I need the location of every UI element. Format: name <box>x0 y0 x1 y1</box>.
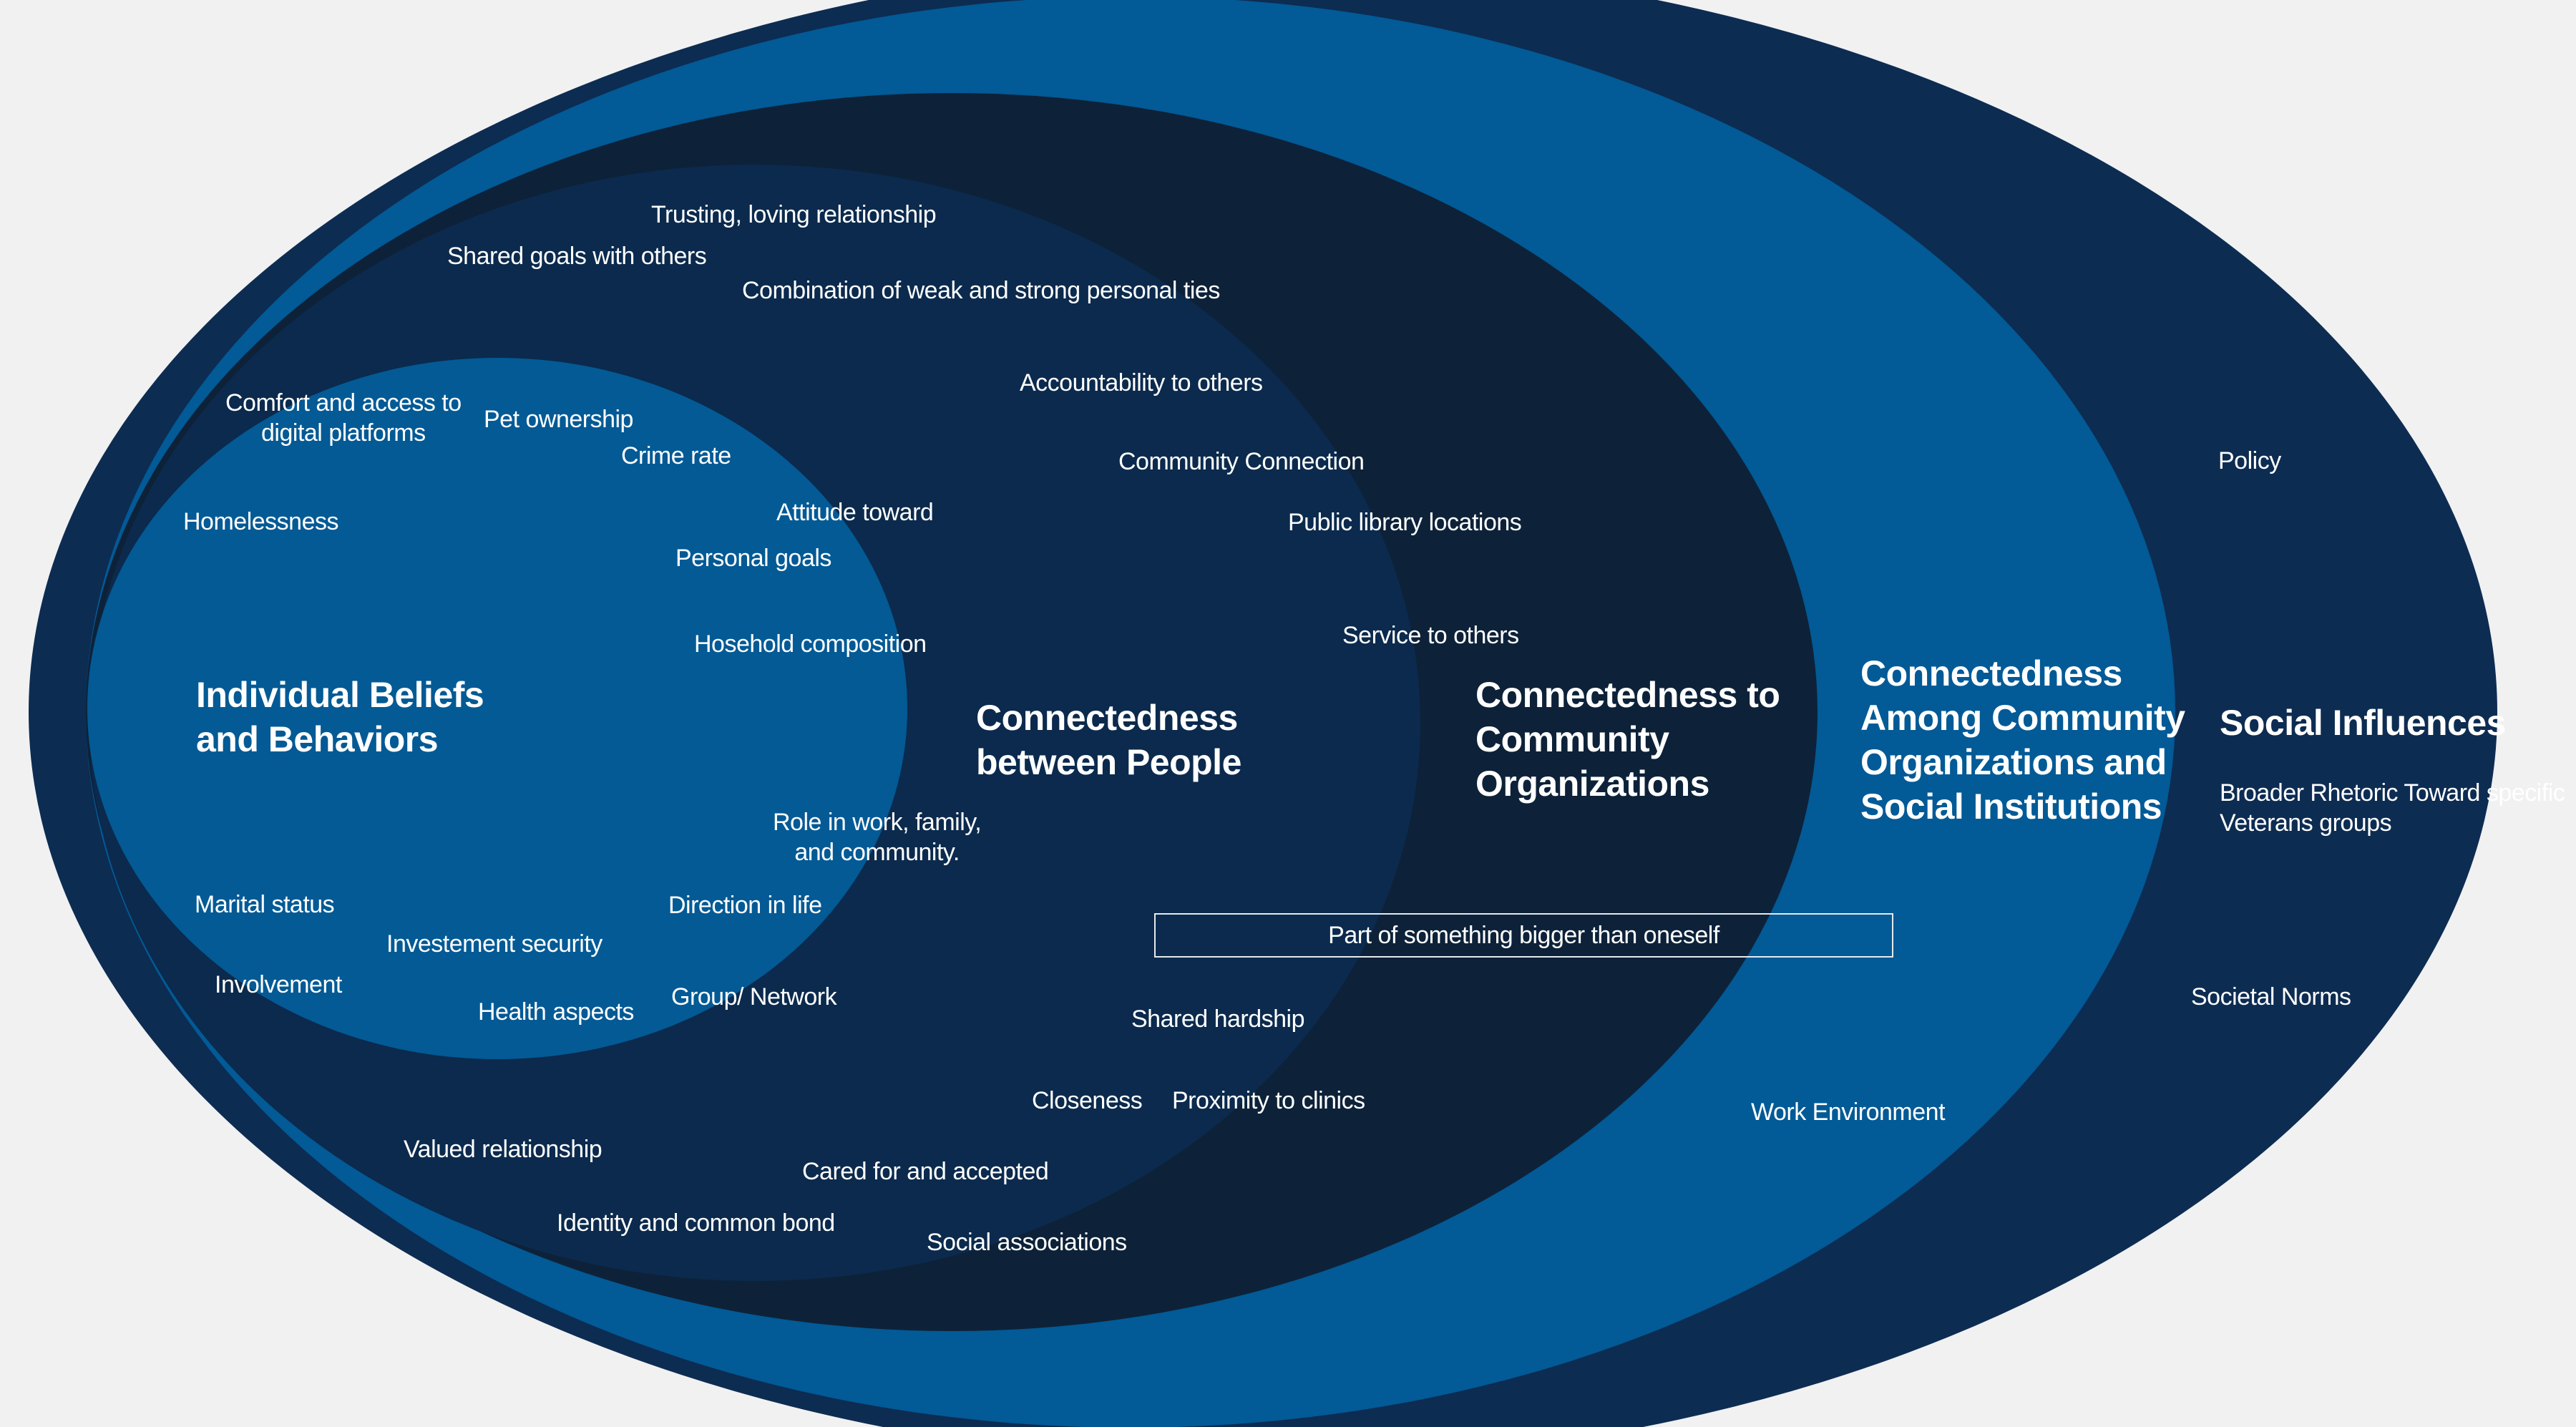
label-valued-relationship: Valued relationship <box>404 1136 602 1163</box>
label-community-connection: Community Connection <box>1118 448 1365 475</box>
label-weak-strong-ties: Combination of weak and strong personal … <box>742 277 1220 304</box>
label-shared-goals: Shared goals with others <box>447 243 707 270</box>
label-work-environment: Work Environment <box>1751 1099 1946 1126</box>
heading-between-people: Connectedness between People <box>976 698 1241 782</box>
label-identity-common-bond: Identity and common bond <box>557 1209 835 1237</box>
label-role-work-family: Role in work, family, and community. <box>773 809 982 866</box>
label-societal-norms: Societal Norms <box>2191 983 2351 1010</box>
label-involvement: Involvement <box>215 971 342 998</box>
heading-community-organizations: Connectedness to Community Organizations <box>1475 675 1780 804</box>
label-homelessness: Homelessness <box>183 508 338 535</box>
label-crime-rate: Crime rate <box>621 442 731 469</box>
label-broader-rhetoric: Broader Rhetoric Toward specific Veteran… <box>2220 779 2565 837</box>
label-pet-ownership: Pet ownership <box>484 406 633 433</box>
label-direction-in-life: Direction in life <box>668 892 822 919</box>
label-comfort-digital: Comfort and access to digital platforms <box>225 389 462 447</box>
label-investment-security: Investement security <box>386 930 602 958</box>
label-proximity-to-clinics: Proximity to clinics <box>1172 1087 1365 1114</box>
label-part-of-something-bigger: Part of something bigger than oneself <box>1154 913 1893 958</box>
heading-institutions: Connectedness Among Community Organizati… <box>1860 653 2185 827</box>
label-policy: Policy <box>2218 447 2281 474</box>
label-accountability: Accountability to others <box>1020 369 1263 396</box>
label-social-associations: Social associations <box>927 1229 1127 1256</box>
label-shared-hardship: Shared hardship <box>1131 1005 1305 1033</box>
label-public-library: Public library locations <box>1288 509 1522 536</box>
label-personal-goals: Personal goals <box>675 545 831 572</box>
label-closeness: Closeness <box>1032 1087 1143 1114</box>
label-health-aspects: Health aspects <box>478 998 634 1026</box>
label-service-to-others: Service to others <box>1342 622 1519 649</box>
label-marital-status: Marital status <box>195 891 335 918</box>
label-trusting-relationship: Trusting, loving relationship <box>651 201 937 228</box>
label-group-network: Group/ Network <box>671 983 837 1010</box>
heading-social-influences: Social Influences <box>2220 703 2506 743</box>
ring-individual <box>87 358 907 1059</box>
label-cared-for-accepted: Cared for and accepted <box>802 1158 1049 1185</box>
label-household-composition: Hosehold composition <box>694 630 927 658</box>
heading-individual-beliefs: Individual Beliefs and Behaviors <box>196 675 484 759</box>
label-attitude-toward: Attitude toward <box>776 499 934 526</box>
